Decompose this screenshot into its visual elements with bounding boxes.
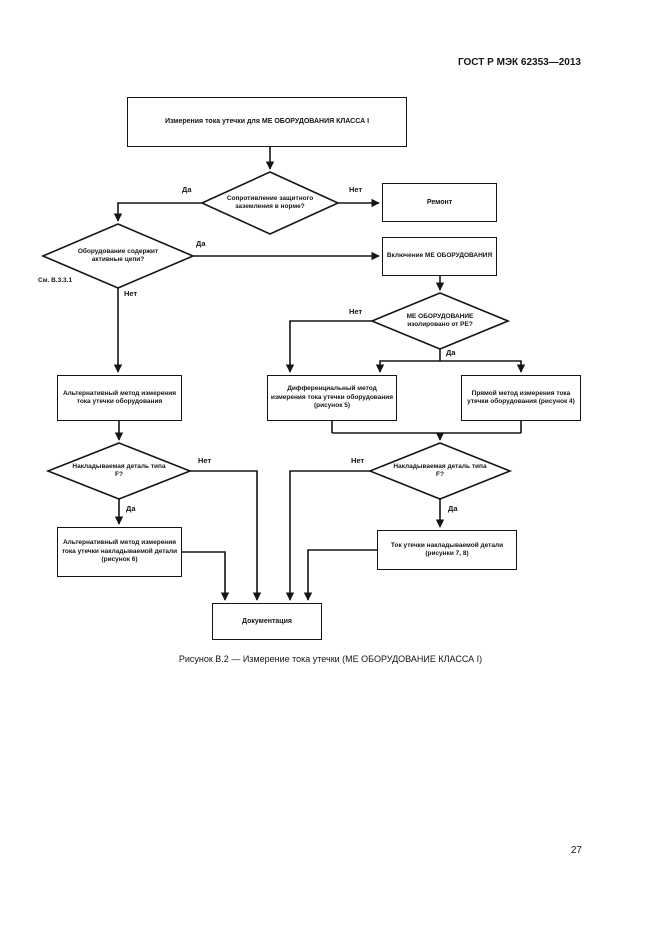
- edge-label-no-d4-left: Нет: [198, 456, 212, 465]
- page-number: 27: [570, 845, 582, 856]
- node-differential-method: Дифференциальный метод измерения тока ут…: [267, 375, 397, 421]
- edge-label-yes-d3: Да: [446, 348, 456, 357]
- figure-caption: Рисунок В.2 — Измерение тока утечки (МЕ …: [178, 654, 483, 664]
- node-direct-method: Прямой метод измерения тока утечки обору…: [461, 375, 581, 421]
- decision-applied-part-right: [367, 442, 513, 500]
- decision-isolated-from-pe: [369, 292, 511, 350]
- node-start: Измерения тока утечки для МЕ ОБОРУДОВАНИ…: [127, 97, 407, 147]
- decision-active-circuits: [40, 223, 196, 289]
- edge-label-yes-d1: Да: [182, 185, 192, 194]
- edge-label-yes-d4-right: Да: [448, 504, 458, 513]
- decision-earth-resistance: [200, 171, 340, 235]
- node-applied-part-leakage: Ток утечки накладываемой детали (рисунки…: [377, 530, 517, 570]
- decision-isolated-from-pe-label: МЕ ОБОРУДОВАНИЕ изолировано от РЕ?: [406, 312, 474, 328]
- node-alt-applied-part-method: Альтернативный метод измерения тока утеч…: [57, 527, 182, 577]
- decision-applied-part-left-label: Накладываемая деталь типа F?: [72, 462, 166, 478]
- edge-label-no-d2: Нет: [124, 289, 138, 298]
- decision-applied-part-right-label: Накладываемая деталь типа F?: [393, 462, 487, 478]
- edge-label-yes-d4-left: Да: [126, 504, 136, 513]
- edge-label-no-d1: Нет: [349, 185, 363, 194]
- decision-earth-resistance-label: Сопротивление защитного заземления в нор…: [226, 194, 314, 210]
- node-power-on: Включение МЕ ОБОРУДОВАНИЯ: [382, 237, 497, 276]
- decision-active-circuits-label: Оборудование содержит активные цепи?: [77, 247, 159, 263]
- edge-label-no-d4-right: Нет: [351, 456, 365, 465]
- edge-label-no-d3: Нет: [349, 307, 363, 316]
- node-alt-equipment-method: Альтернативный метод измерения тока утеч…: [57, 375, 182, 421]
- edge-label-yes-d2: Да: [196, 239, 206, 248]
- decision-applied-part-left: [45, 442, 193, 500]
- note-reference: См. В.3.3.1: [38, 277, 73, 284]
- document-header: ГОСТ Р МЭК 62353—2013: [457, 57, 581, 68]
- node-documentation: Документация: [212, 603, 322, 640]
- node-repair: Ремонт: [382, 183, 497, 222]
